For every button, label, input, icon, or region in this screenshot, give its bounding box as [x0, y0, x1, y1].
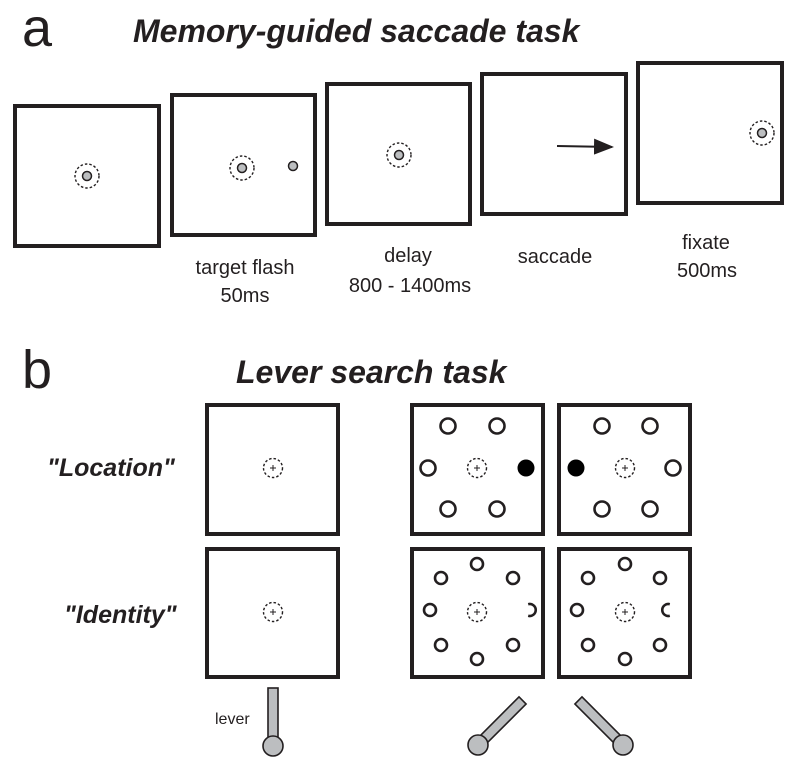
- target-filled-disk: [567, 459, 585, 477]
- fixation-point: [81, 170, 93, 182]
- fixation-point: [393, 149, 405, 161]
- search-item: [433, 570, 449, 586]
- c-target-open-left: [527, 602, 537, 618]
- frame-fixation: [13, 104, 161, 248]
- search-item: [593, 417, 611, 435]
- location-search-frame-left-target: [557, 403, 692, 536]
- caption-saccade: saccade: [518, 246, 593, 268]
- location-search-frame-right-target: [410, 403, 545, 536]
- fixation-window-ring: [74, 163, 100, 189]
- frame-fixate: [636, 61, 784, 205]
- lever-tilted-right-icon: [573, 695, 634, 756]
- lever-neutral-icon: [262, 687, 284, 757]
- frame-saccade: [480, 72, 628, 216]
- caption-target-flash-duration: 50ms: [221, 285, 270, 307]
- flashed-target: [287, 160, 299, 172]
- frame-delay: [325, 82, 472, 226]
- saccade-arrow: [556, 138, 614, 155]
- search-item: [580, 637, 596, 653]
- fixation-window-ring: [386, 142, 412, 168]
- lever-label: lever: [215, 711, 250, 728]
- panel-b-title: Lever search task: [236, 354, 509, 390]
- c-target-open-right: [661, 602, 671, 618]
- search-item: [419, 459, 437, 477]
- search-item: [593, 500, 611, 518]
- caption-target-flash: target flash: [196, 257, 295, 279]
- identity-search-frame-1: [410, 547, 545, 679]
- caption-delay-duration: 800 - 1400ms: [349, 275, 471, 297]
- search-item: [422, 602, 438, 618]
- fixation-window-ring: [229, 155, 255, 181]
- target-point: [756, 127, 768, 139]
- search-item: [664, 459, 682, 477]
- search-item: [641, 417, 659, 435]
- search-item: [652, 637, 668, 653]
- identity-fixation-frame: [205, 547, 340, 679]
- search-item: [505, 637, 521, 653]
- caption-delay: delay: [384, 245, 432, 267]
- search-item: [505, 570, 521, 586]
- row-label-location: "Location": [47, 454, 176, 482]
- search-item: [617, 556, 633, 572]
- row-label-identity: "Identity": [64, 601, 178, 629]
- fixation-point: [236, 162, 248, 174]
- search-item: [439, 500, 457, 518]
- search-item: [488, 417, 506, 435]
- search-item: [469, 556, 485, 572]
- target-window-ring: [749, 120, 775, 146]
- search-item: [569, 602, 585, 618]
- location-fixation-frame: [205, 403, 340, 536]
- search-item: [488, 500, 506, 518]
- caption-fixate: fixate: [682, 232, 730, 254]
- search-item: [652, 570, 668, 586]
- panel-a-letter: a: [22, 0, 53, 58]
- search-item: [433, 637, 449, 653]
- panel-a-title: Memory-guided saccade task: [133, 13, 582, 49]
- target-filled-disk: [517, 459, 535, 477]
- search-item: [617, 651, 633, 667]
- search-item: [580, 570, 596, 586]
- identity-search-frame-2: [557, 547, 692, 679]
- search-item: [469, 651, 485, 667]
- lever-tilted-left-icon: [467, 695, 528, 756]
- search-item: [641, 500, 659, 518]
- search-item: [439, 417, 457, 435]
- caption-fixate-duration: 500ms: [677, 260, 737, 282]
- panel-b-letter: b: [22, 340, 52, 400]
- frame-target-flash: [170, 93, 317, 237]
